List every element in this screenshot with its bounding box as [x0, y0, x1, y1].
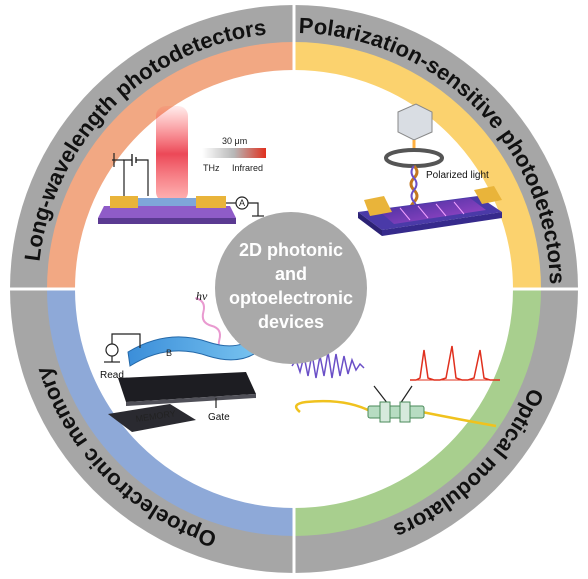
2d-channel [138, 198, 196, 206]
center-line-1: 2D photonic [239, 240, 343, 260]
inner-disc-edge [75, 70, 513, 508]
hv-label: hν [196, 289, 208, 303]
wavelength-scale-bar [202, 148, 266, 158]
thz-label: THz [203, 163, 220, 173]
detector-substrate [98, 206, 236, 218]
gate-dielectric-edge [126, 394, 256, 406]
left-contact [364, 196, 392, 216]
center-line-4: devices [258, 312, 324, 332]
center-line-3: optoelectronic [229, 288, 353, 308]
panel-long-wavelength: 30 μm THz Infrared A [98, 106, 266, 224]
detector-substrate-side [98, 218, 236, 224]
channel-label: B [166, 348, 172, 358]
read-label: Read [100, 370, 124, 381]
read-circuit-wire [111, 333, 141, 348]
voltmeter [105, 343, 119, 357]
infrared-label: Infrared [232, 163, 263, 173]
panel-polarization: Polarized light [358, 103, 502, 236]
pointer-left [373, 385, 389, 405]
meter-ground-wire [248, 202, 259, 216]
right-electrode [196, 196, 226, 208]
spectrum-peaks [410, 345, 500, 381]
center-line-2: and [275, 264, 307, 284]
ammeter-label: A [239, 198, 245, 208]
fiber-left [294, 399, 373, 414]
gate-label: Gate [208, 412, 230, 423]
fiber-right [421, 410, 497, 428]
left-electrode [110, 196, 138, 208]
modulator-block-2 [399, 401, 411, 423]
memory-chip [108, 404, 196, 432]
right-contact [474, 186, 502, 204]
infrared-beam [156, 106, 188, 202]
center-disc [215, 212, 367, 364]
modulator-waveguide [367, 405, 425, 419]
2d-flake-glow [378, 198, 486, 224]
lattice-lines [399, 201, 465, 221]
scale-label: 30 μm [222, 136, 247, 146]
gate-dielectric [118, 372, 256, 402]
polarizer-cube [397, 103, 433, 141]
polarized-light-label: Polarized light [426, 170, 489, 181]
substrate-side-left [358, 212, 382, 236]
substrate-side-front [382, 212, 502, 236]
modulator-block-1 [379, 401, 391, 423]
circuit-wire-right [136, 159, 149, 196]
panel-modulators [291, 345, 500, 428]
pointer-right [399, 385, 413, 405]
panel-memory: hν B MEMORY Read Gate [100, 289, 261, 432]
